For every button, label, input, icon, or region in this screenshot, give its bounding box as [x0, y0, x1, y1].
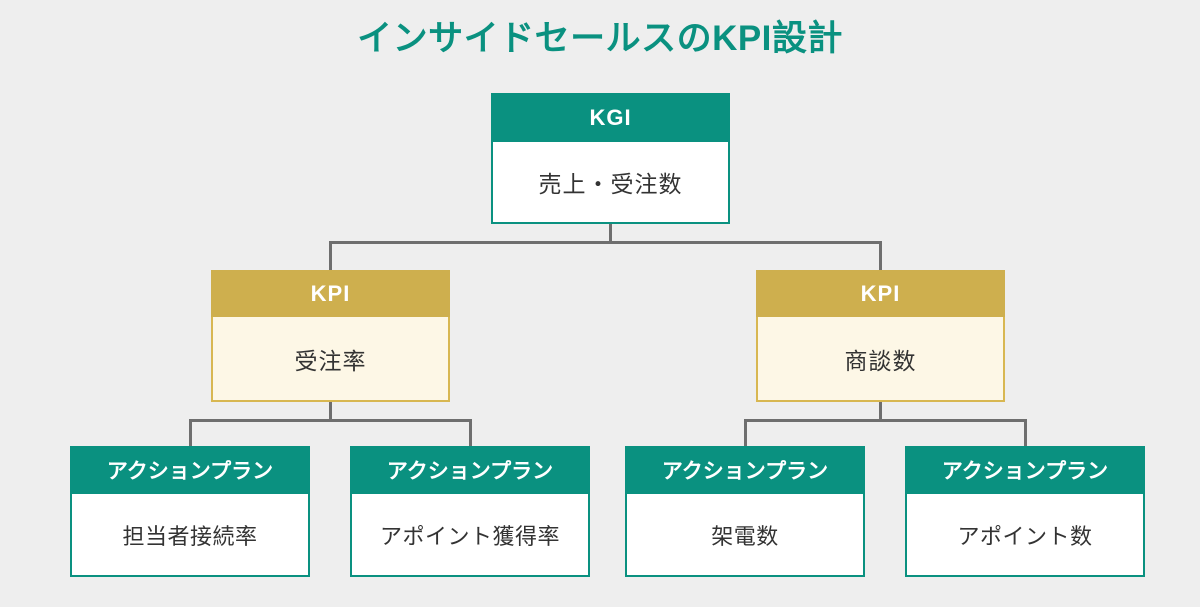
node-action-1-metric: 担当者接続率 [70, 494, 310, 577]
connector-kgi-stem [609, 224, 612, 244]
node-kpi-1-level-label: KPI [211, 270, 450, 317]
connector-kpi-left-stem [329, 402, 332, 421]
node-action-2-metric: アポイント獲得率 [350, 494, 590, 577]
node-action-4-level-label: アクションプラン [905, 446, 1145, 494]
page-title: インサイドセールスのKPI設計 [357, 19, 843, 58]
node-kgi[interactable]: KGI 売上・受注数 [491, 93, 730, 224]
node-action-3-level-label: アクションプラン [625, 446, 865, 494]
node-action-4-metric: アポイント数 [905, 494, 1145, 577]
connector-kpi-right-drop [879, 241, 882, 272]
connector-kpi-bus [329, 241, 882, 244]
connector-action-right-bus [744, 419, 1027, 422]
connector-kpi-left-drop [329, 241, 332, 272]
node-action-3[interactable]: アクションプラン 架電数 [625, 446, 865, 577]
node-action-1-level-label: アクションプラン [70, 446, 310, 494]
node-kgi-level-label: KGI [491, 93, 730, 142]
connector-action-4-drop [1024, 419, 1027, 447]
node-kgi-metric: 売上・受注数 [491, 142, 730, 224]
node-action-4[interactable]: アクションプラン アポイント数 [905, 446, 1145, 577]
node-kpi-1[interactable]: KPI 受注率 [211, 270, 450, 402]
node-kpi-2-metric: 商談数 [756, 317, 1005, 402]
connector-action-2-drop [469, 419, 472, 447]
connector-action-left-bus [189, 419, 472, 422]
node-action-3-metric: 架電数 [625, 494, 865, 577]
node-action-1[interactable]: アクションプラン 担当者接続率 [70, 446, 310, 577]
node-kpi-1-metric: 受注率 [211, 317, 450, 402]
node-kpi-2-level-label: KPI [756, 270, 1005, 317]
connector-kpi-right-stem [879, 402, 882, 421]
node-kpi-2[interactable]: KPI 商談数 [756, 270, 1005, 402]
node-action-2[interactable]: アクションプラン アポイント獲得率 [350, 446, 590, 577]
connector-action-1-drop [189, 419, 192, 447]
node-action-2-level-label: アクションプラン [350, 446, 590, 494]
connector-action-3-drop [744, 419, 747, 447]
